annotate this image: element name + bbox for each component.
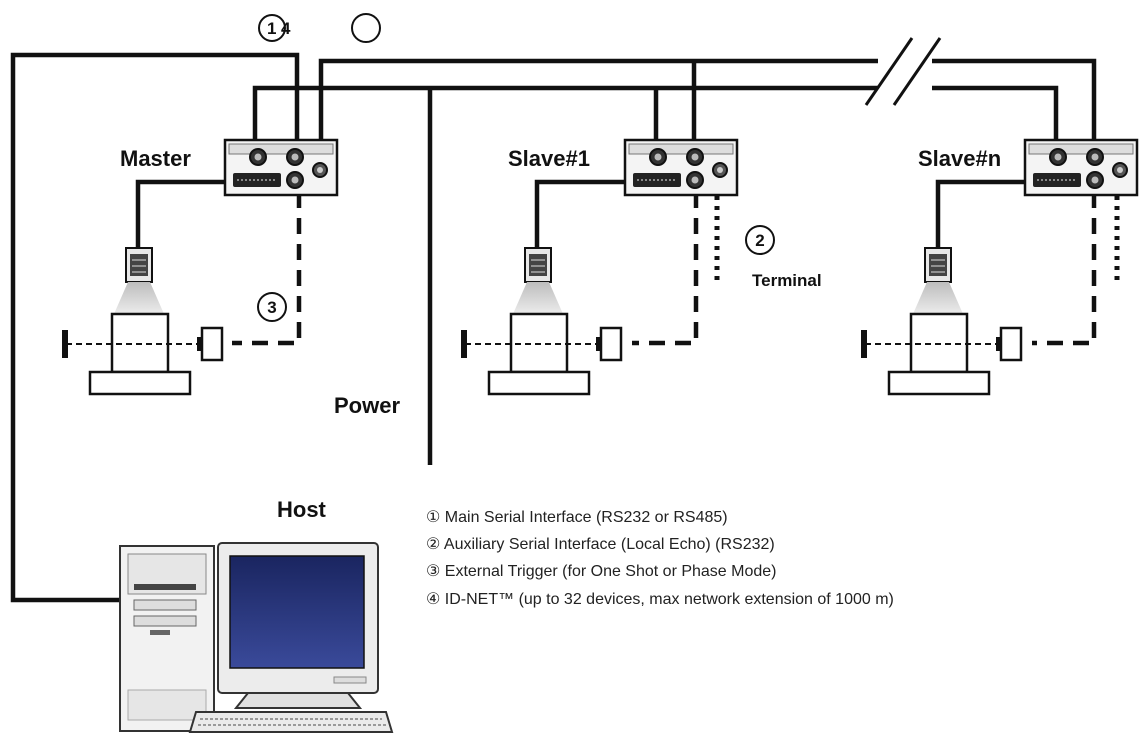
marker-3-text: 3 [267, 298, 276, 317]
marker-1-4: 1 4 [258, 14, 291, 42]
terminal-cables [714, 186, 1120, 280]
legend-item-1: ① Main Serial Interface (RS232 or RS485) [426, 509, 728, 526]
master-label: Master [120, 146, 191, 171]
legend-item-4: ④ ID-NET™ (up to 32 devices, max network… [426, 591, 894, 608]
network-break-icon [864, 37, 942, 106]
master-controller [223, 138, 339, 197]
slaven-label: Slave#n [918, 146, 1001, 171]
slaven-controller [1023, 138, 1139, 197]
slave1-controller [623, 138, 739, 197]
upper-bus-cable [318, 58, 1097, 165]
marker-2-text: 2 [755, 231, 764, 250]
slave1-trigger-cable [632, 192, 699, 346]
cables [10, 52, 1097, 603]
slaven-scanner-station [859, 246, 1023, 396]
master-scanner-cable [135, 179, 233, 252]
marker-empty [351, 13, 381, 43]
trigger-cables [232, 192, 1097, 346]
marker-2: 2 [745, 225, 775, 255]
legend-item-3: ③ External Trigger (for One Shot or Phas… [426, 563, 777, 580]
terminal-label: Terminal [752, 271, 822, 290]
marker-1-text: 1 [267, 19, 276, 38]
marker-3: 3 [257, 292, 287, 322]
host-computer-icon [119, 542, 394, 733]
slave1-scanner-cable [534, 179, 632, 252]
legend-item-2: ② Auxiliary Serial Interface (Local Echo… [426, 536, 775, 553]
master-scanner-station [60, 246, 224, 396]
marker-4-text: 4 [281, 19, 291, 38]
slaven-trigger-cable [1032, 192, 1097, 346]
host-label: Host [277, 497, 327, 522]
power-label: Power [334, 393, 400, 418]
master-trigger-cable [232, 192, 302, 346]
slave1-label: Slave#1 [508, 146, 590, 171]
slaven-scanner-cable [935, 179, 1032, 252]
slave1-scanner-station [459, 246, 623, 396]
legend: ① Main Serial Interface (RS232 or RS485)… [426, 509, 894, 608]
